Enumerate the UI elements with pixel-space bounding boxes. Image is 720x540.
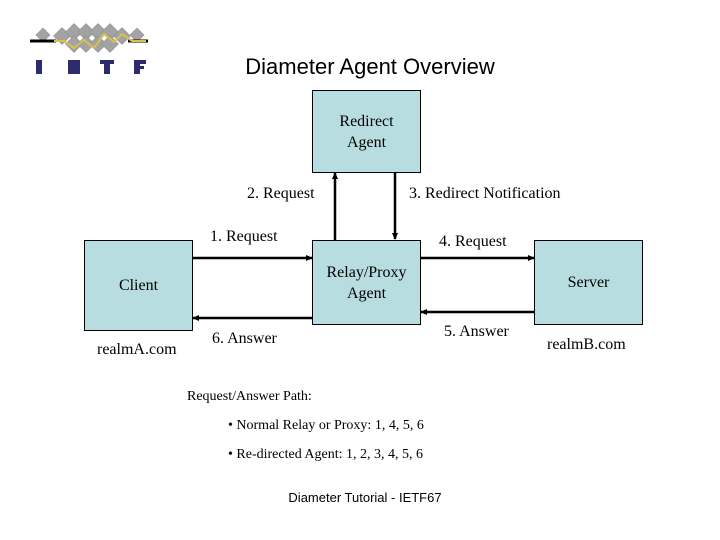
server-node: Server [534, 240, 643, 325]
path-item-normal: • Normal Relay or Proxy: 1, 4, 5, 6 [228, 418, 424, 433]
slide-footer: Diameter Tutorial - IETF67 [288, 490, 442, 505]
ietf-logo [28, 18, 158, 80]
relay-agent-line1: Relay/Proxy [326, 263, 407, 281]
edge-6-label: 6. Answer [212, 330, 277, 347]
slide-title: Diameter Agent Overview [245, 54, 495, 79]
paths-title: Request/Answer Path: [187, 389, 312, 404]
edge-3-label: 3. Redirect Notification [409, 185, 561, 202]
redirect-agent-line2: Agent [346, 133, 387, 151]
path-item-redirected: • Re-directed Agent: 1, 2, 3, 4, 5, 6 [228, 447, 424, 462]
redirect-agent-line1: Redirect [339, 112, 394, 130]
client-node: Client [84, 240, 193, 331]
edge-2-label: 2. Request [247, 185, 315, 202]
edge-4-label: 4. Request [439, 233, 507, 250]
client-realm: realmA.com [97, 341, 177, 358]
edge-5-label: 5. Answer [444, 323, 509, 340]
server-realm: realmB.com [547, 336, 626, 353]
client-label: Client [118, 277, 159, 294]
ietf-logo-icon [30, 23, 148, 74]
edge-1-label: 1. Request [210, 228, 278, 245]
server-label: Server [567, 274, 610, 291]
relay-agent-line2: Agent [346, 284, 387, 302]
